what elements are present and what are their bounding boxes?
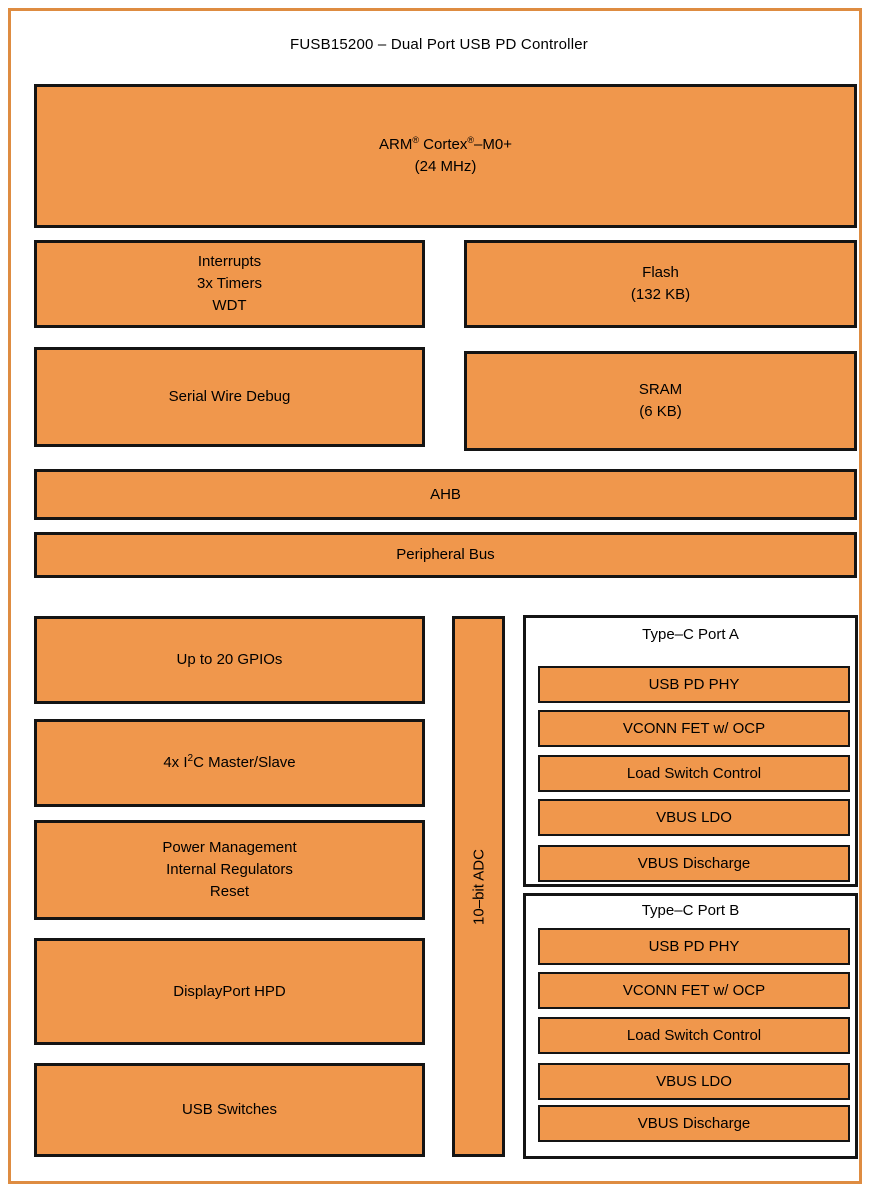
adc-block: 10–bit ADC bbox=[452, 616, 505, 1157]
wdt-label: WDT bbox=[212, 297, 247, 314]
usb-switches-label: USB Switches bbox=[181, 1101, 278, 1118]
peripheral-bus-label: Peripheral Bus bbox=[396, 546, 495, 563]
power-management-label: Power Management bbox=[162, 839, 297, 856]
ahb-bus-bar: AHB bbox=[34, 469, 857, 520]
diagram-title: FUSB15200 – Dual Port USB PD Controller bbox=[290, 36, 588, 53]
type-c-port-a-title: Type–C Port A bbox=[642, 626, 739, 643]
port-b-vbus-ldo-label: VBUS LDO bbox=[656, 1073, 732, 1090]
ahb-label: AHB bbox=[430, 485, 461, 503]
type-c-port-b-container: Type–C Port B USB PD PHY VCONN FET w/ OC… bbox=[523, 893, 858, 1159]
flash-label: Flash bbox=[642, 264, 679, 281]
arm-cortex-label-line1: ARM® Cortex®–M0+ bbox=[379, 135, 512, 154]
displayport-hpd-block: DisplayPort HPD bbox=[34, 938, 425, 1045]
port-b-load-switch-label: Load Switch Control bbox=[626, 1027, 762, 1044]
port-a-load-switch-label: Load Switch Control bbox=[626, 765, 762, 782]
power-management-block: Power Management Internal Regulators Res… bbox=[34, 820, 425, 920]
gpio-label: Up to 20 GPIOs bbox=[176, 651, 283, 668]
port-a-vconn-fet-block: VCONN FET w/ OCP bbox=[538, 710, 850, 747]
port-b-vconn-fet-block: VCONN FET w/ OCP bbox=[538, 972, 850, 1009]
sram-size-label: (6 KB) bbox=[639, 403, 682, 420]
serial-wire-debug-label: Serial Wire Debug bbox=[168, 388, 291, 405]
internal-regulators-label: Internal Regulators bbox=[166, 861, 293, 878]
type-c-port-b-title: Type–C Port B bbox=[641, 902, 740, 919]
port-a-vbus-discharge-block: VBUS Discharge bbox=[538, 845, 850, 882]
i2c-label: 4x I2C Master/Slave bbox=[163, 753, 296, 772]
usb-switches-block: USB Switches bbox=[34, 1063, 425, 1157]
arm-cortex-block: ARM® Cortex®–M0+ (24 MHz) bbox=[34, 84, 857, 228]
port-b-vbus-discharge-label: VBUS Discharge bbox=[637, 1115, 751, 1132]
gpio-block: Up to 20 GPIOs bbox=[34, 616, 425, 704]
port-a-vconn-fet-label: VCONN FET w/ OCP bbox=[622, 720, 766, 737]
port-b-usb-pd-phy-block: USB PD PHY bbox=[538, 928, 850, 965]
timers-label: 3x Timers bbox=[196, 275, 262, 292]
sram-block: SRAM (6 KB) bbox=[464, 351, 857, 451]
port-a-vbus-ldo-block: VBUS LDO bbox=[538, 799, 850, 836]
port-b-vconn-fet-label: VCONN FET w/ OCP bbox=[622, 982, 766, 999]
flash-block: Flash (132 KB) bbox=[464, 240, 857, 328]
port-b-vbus-discharge-block: VBUS Discharge bbox=[538, 1105, 850, 1142]
interrupts-label: Interrupts bbox=[197, 253, 262, 270]
type-c-port-a-container: Type–C Port A USB PD PHY VCONN FET w/ OC… bbox=[523, 615, 858, 887]
sram-label: SRAM bbox=[638, 381, 683, 398]
peripheral-bus-bar: Peripheral Bus bbox=[34, 532, 857, 578]
port-b-vbus-ldo-block: VBUS LDO bbox=[538, 1063, 850, 1100]
port-b-usb-pd-phy-label: USB PD PHY bbox=[648, 938, 740, 955]
port-a-vbus-discharge-label: VBUS Discharge bbox=[637, 855, 751, 872]
adc-label: 10–bit ADC bbox=[470, 848, 487, 925]
port-a-load-switch-block: Load Switch Control bbox=[538, 755, 850, 792]
displayport-hpd-label: DisplayPort HPD bbox=[173, 982, 286, 1000]
interrupts-timers-wdt-block: Interrupts 3x Timers WDT bbox=[34, 240, 425, 328]
reset-label: Reset bbox=[209, 883, 250, 900]
i2c-block: 4x I2C Master/Slave bbox=[34, 719, 425, 807]
arm-cortex-label-line2: (24 MHz) bbox=[414, 158, 477, 175]
serial-wire-debug-block: Serial Wire Debug bbox=[34, 347, 425, 447]
port-a-vbus-ldo-label: VBUS LDO bbox=[656, 809, 732, 826]
flash-size-label: (132 KB) bbox=[630, 286, 691, 303]
port-a-usb-pd-phy-block: USB PD PHY bbox=[538, 666, 850, 703]
port-b-load-switch-block: Load Switch Control bbox=[538, 1017, 850, 1054]
port-a-usb-pd-phy-label: USB PD PHY bbox=[648, 676, 740, 693]
